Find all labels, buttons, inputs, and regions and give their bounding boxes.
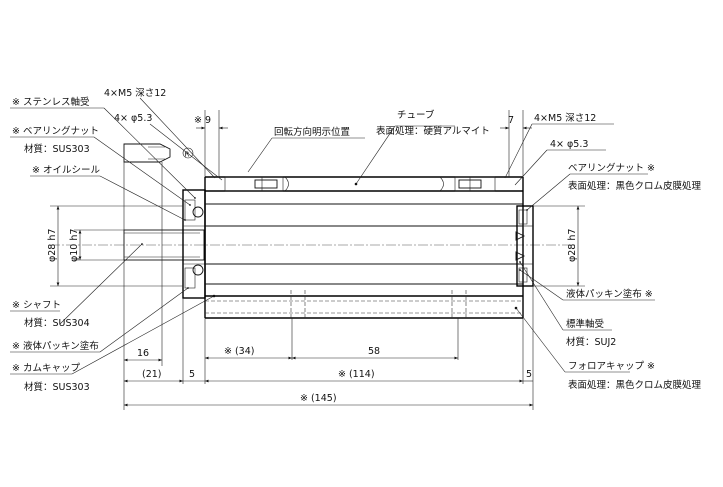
label-stainless-bearing: ※ ステンレス軸受 [12,96,89,108]
dim-16: 16 [137,348,149,359]
label-m5-right: 4×M5 深さ12 [534,113,596,124]
label-std-bearing: 標準軸受 [566,318,604,330]
dim-145: ※ (145) [300,393,337,404]
dim-34: ※ (34) [224,346,254,357]
dim-5-right: 5 [526,369,532,380]
r-symbol: R [185,151,190,159]
label-tube-surface: 表面処理：硬質アルマイト [376,125,490,137]
label-surface-black-b: 表面処理：黒色クロム皮膜処理 [568,379,702,391]
label-bearing-nut-right: ベアリングナット ※ [568,162,655,174]
label-m5-left: 4×M5 深さ12 [104,88,166,99]
label-surface-black-a: 表面処理：黒色クロム皮膜処理 [568,180,702,192]
label-tube: チューブ [397,109,435,121]
phi28-left-label: φ28 h7 [47,229,58,262]
label-material-sus303-a: 材質：SUS303 [24,143,90,155]
label-phi53-left: 4× φ5.3 [114,113,152,124]
label-cam-cap: ※ カムキャップ [12,363,80,374]
label-rotation-mark: 回転方向明示位置 [274,126,350,138]
label-liquid-packing-left: ※ 液体パッキン塗布 [12,340,99,352]
leader-lines: R [10,97,655,375]
dim-114: ※ (114) [338,369,375,380]
label-liquid-packing-right: 液体パッキン塗布 ※ [566,288,653,300]
label-bearing-nut-left: ※ ベアリングナット [12,125,99,137]
dim-21: (21) [142,369,162,380]
label-phi53-right: 4× φ5.3 [550,139,588,150]
label-material-suj2: 材質：SUJ2 [566,336,616,348]
horizontal-dims: 16 ※ (34) 58 (21) 5 ※ (114) 5 ※ (145) ※ … [124,115,533,407]
label-follower-cap: フォロアキャップ ※ [568,361,655,372]
dim-58: 58 [368,346,380,357]
dim-9: ※ 9 [194,115,211,126]
cam-cap-left [182,189,206,299]
diameter-dims: φ28 h7 φ10 h7 φ28 h7 [47,205,585,287]
phi28-right-label: φ28 h7 [567,229,578,262]
shaft [123,143,205,352]
label-shaft: ※ シャフト [12,300,61,311]
label-material-sus303-b: 材質：SUS303 [24,381,90,393]
phi10-label: φ10 h7 [69,229,80,262]
dim-7: 7 [508,115,514,126]
follower-cap-right [515,205,534,287]
label-oil-seal: ※ オイルシール [32,165,100,176]
label-material-sus304: 材質：SUS304 [24,317,90,329]
dim-5-left: 5 [189,369,195,380]
tube-body [204,176,524,319]
